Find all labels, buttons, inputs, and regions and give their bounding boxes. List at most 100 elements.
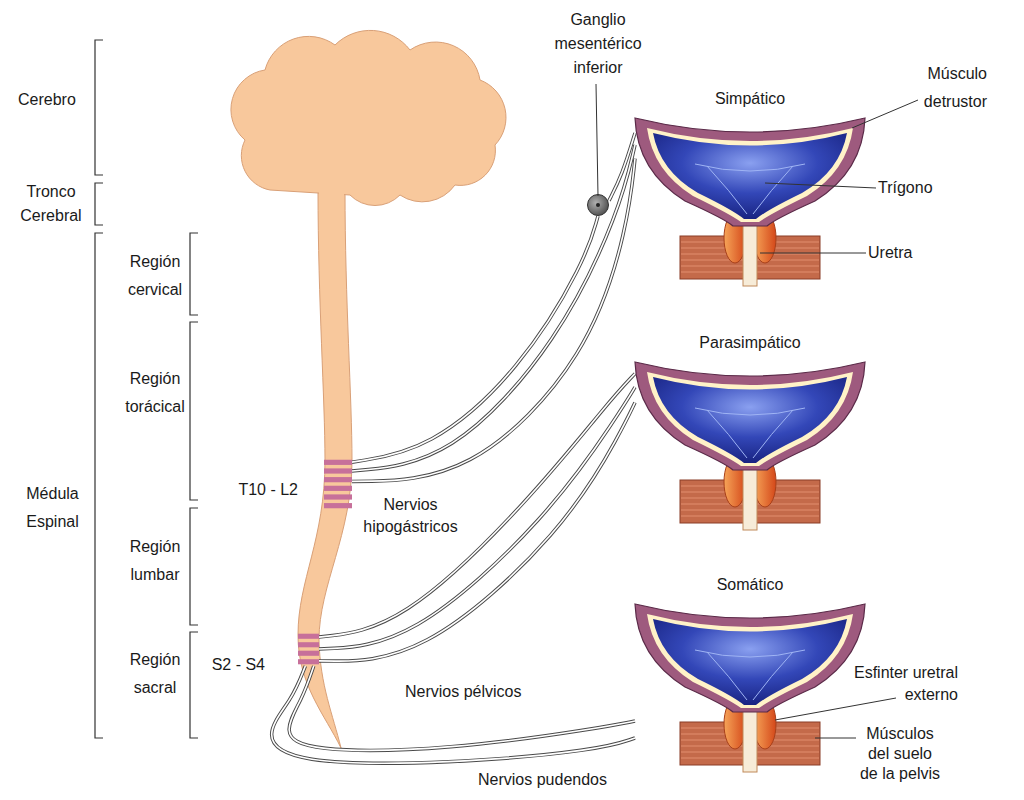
ganglion-body	[588, 195, 609, 216]
anatomy-label: Músculo detrustor	[912, 60, 987, 116]
segment-stripe	[324, 503, 352, 508]
segment-stripe	[298, 651, 319, 656]
bladder-lumen	[653, 133, 847, 219]
bladder-lumen	[653, 619, 847, 705]
segment-stripes	[324, 460, 352, 509]
anatomy-label: Músculos del suelo de la pelvis	[858, 724, 942, 784]
anatomy-label: Cerebro	[18, 88, 76, 112]
segment-stripe	[324, 494, 352, 499]
nerve-outline	[352, 159, 635, 482]
node-heading: Parasimpático	[635, 333, 865, 353]
anatomy-label: Tronco Cerebral	[15, 180, 87, 228]
bladder-shape	[635, 116, 865, 286]
trigone-line	[695, 408, 805, 415]
region-bracket	[95, 40, 103, 175]
trigone-line	[695, 650, 805, 657]
nerve-fiber	[319, 403, 635, 662]
anatomy-label: Región cervical	[115, 248, 195, 304]
trigone-line	[707, 410, 747, 458]
segment-stripe	[324, 486, 352, 491]
bladder-lumen	[653, 377, 847, 463]
bladder-wall	[635, 118, 865, 226]
trigone-line	[707, 652, 747, 700]
anatomy-label: Región lumbar	[115, 533, 195, 589]
segment-stripe	[298, 642, 319, 647]
spinal-segment: T10 - L2	[324, 458, 352, 510]
node-heading: S2 - S4	[198, 655, 265, 675]
region-bracket	[95, 233, 103, 738]
node-heading: T10 - L2	[214, 480, 298, 500]
brain-stem-join	[319, 185, 344, 199]
nerve-fiber	[272, 666, 635, 763]
nerve-core	[352, 159, 635, 482]
region-bracket	[190, 322, 198, 500]
nerve-core	[319, 374, 635, 637]
node-heading: Ganglio mesentérico inferior	[543, 8, 653, 80]
spinal-segment-shape	[324, 458, 352, 510]
bladder-drawing	[635, 362, 865, 530]
bladder-shape	[635, 360, 865, 530]
leader-line	[775, 698, 896, 720]
trigone-line	[753, 410, 793, 458]
anatomy-label: Trígono	[878, 176, 933, 200]
nerve-core	[319, 387, 635, 649]
nerve-outline	[319, 403, 635, 662]
leader-line	[815, 738, 856, 739]
bladder-wall	[635, 604, 865, 712]
bladder: Somático	[635, 602, 865, 772]
nerve-fiber	[289, 666, 635, 750]
ganglion: Ganglio mesentérico inferior	[587, 194, 609, 216]
leader-line	[596, 84, 598, 196]
nerve-core	[289, 666, 635, 750]
spinal-segment-shape	[298, 632, 319, 666]
anatomy-label: Nervios pélvicos	[405, 680, 521, 704]
nerve-outline	[319, 374, 635, 637]
nerve-core	[272, 666, 635, 763]
nerve-fiber	[319, 387, 635, 649]
region-bracket	[95, 40, 198, 738]
nerve-outline	[319, 387, 635, 649]
ganglion-core	[596, 203, 600, 207]
anatomy-label: Nervios hipogástricos	[358, 494, 463, 538]
anatomy-label: Esfinter uretral externo	[848, 662, 958, 706]
bladder-lining	[647, 372, 853, 466]
anatomy-label: Región sacral	[115, 646, 195, 702]
segment-stripe	[298, 659, 319, 664]
nerve-fiber	[352, 159, 635, 482]
trigone-lines	[695, 650, 805, 700]
segment-stripe	[324, 468, 352, 473]
bladder-drawing	[635, 118, 865, 286]
node-heading: Simpático	[635, 89, 865, 109]
anatomy-label: Uretra	[868, 241, 912, 265]
trigone-line	[695, 164, 805, 171]
bladder-drawing	[635, 604, 865, 772]
trigone-lines	[695, 408, 805, 458]
ganglion-shape	[587, 194, 609, 216]
bladder: Parasimpático	[635, 360, 865, 530]
nerve-outline	[289, 666, 635, 750]
brain	[231, 30, 506, 205]
segment-stripe	[324, 460, 352, 465]
leader-line	[765, 183, 876, 188]
nerve-fiber	[319, 374, 635, 637]
leader-line	[852, 100, 918, 128]
bladder: Simpático	[635, 116, 865, 286]
nerve-core	[319, 403, 635, 662]
spinal-segment: S2 - S4	[298, 632, 319, 666]
region-bracket	[190, 508, 198, 625]
region-bracket	[190, 233, 198, 315]
region-bracket	[190, 632, 198, 738]
segment-stripe	[298, 634, 319, 639]
leader-line	[760, 253, 866, 254]
anatomy-label: Médula Espinal	[15, 480, 90, 536]
nerve-outline	[272, 666, 635, 763]
bladder-shape	[635, 602, 865, 772]
region-bracket	[95, 183, 103, 225]
node-heading: Somático	[635, 575, 865, 595]
trigone-line	[707, 166, 747, 214]
anatomy-label: Nervios pudendos	[478, 768, 607, 792]
trigone-lines	[695, 164, 805, 214]
segment-stripe	[324, 477, 352, 482]
bladder-lining	[647, 128, 853, 222]
